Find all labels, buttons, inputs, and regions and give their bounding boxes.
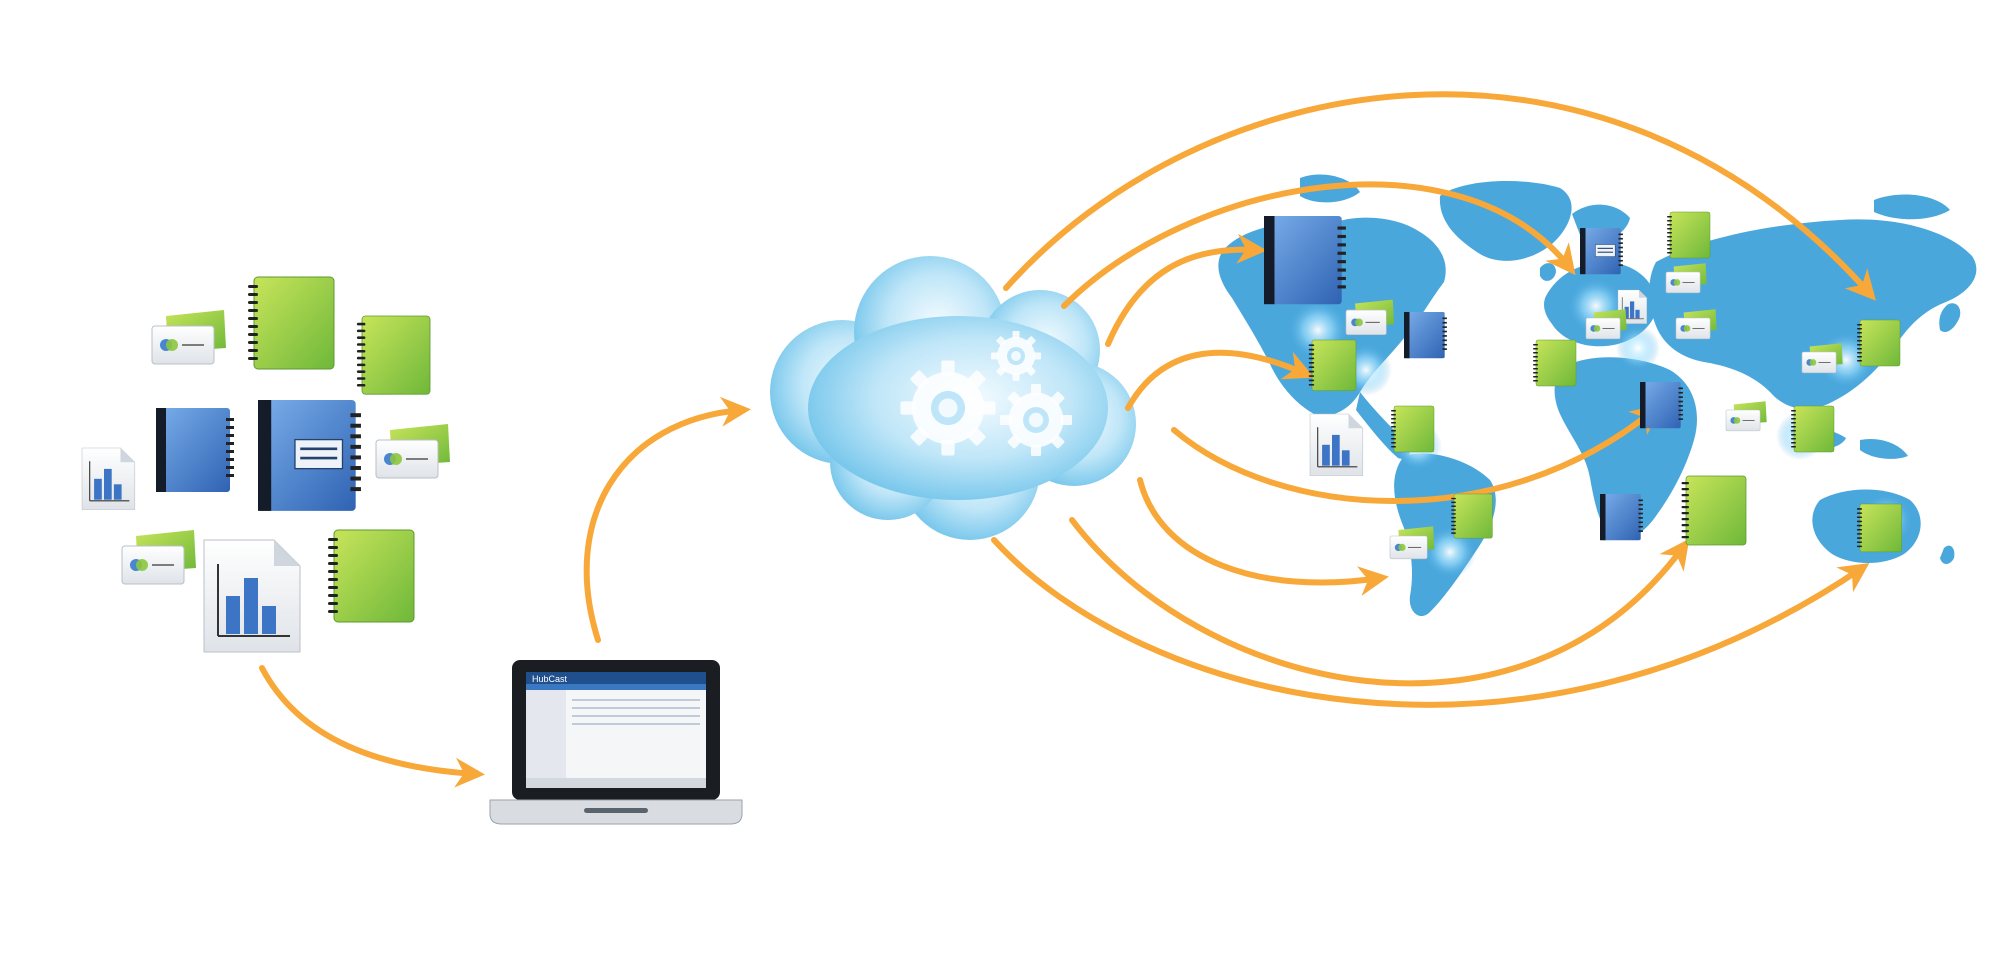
bar-chart-document-icon xyxy=(81,447,136,511)
business-card-icon xyxy=(121,529,197,585)
business-card-icon xyxy=(151,309,227,365)
laptop-screen-logo: HubCast xyxy=(532,674,568,684)
blue-book-icon xyxy=(1600,494,1643,541)
spiral-notebook-icon xyxy=(1681,475,1747,546)
business-card-icon xyxy=(375,423,451,479)
cloud-server xyxy=(770,256,1136,540)
spiral-notebook-icon xyxy=(247,276,335,370)
arrow-cloud-to-america xyxy=(1125,349,1315,411)
arrow-laptop-to-cloud xyxy=(583,396,751,643)
blue-book-icon xyxy=(1580,228,1623,274)
blue-book-icon xyxy=(1640,382,1683,429)
arrow-cloud-to-australia xyxy=(991,537,1870,708)
arrow-cloud-to-africa-south xyxy=(1069,517,1690,687)
arrow-cloud-to-europe xyxy=(1061,181,1576,309)
world-map xyxy=(1218,174,1977,617)
spiral-notebook-icon xyxy=(1856,319,1901,367)
business-card-icon xyxy=(1725,400,1768,432)
laptop: HubCast xyxy=(489,660,743,825)
spiral-notebook-icon xyxy=(1532,339,1577,387)
bar-chart-document-icon xyxy=(1309,413,1364,477)
spiral-notebook-icon xyxy=(1390,405,1435,453)
blue-book-icon xyxy=(1264,216,1346,305)
spiral-notebook-icon xyxy=(1308,339,1357,391)
spiral-notebook-icon xyxy=(1856,503,1902,553)
arrow-cloud-to-asia xyxy=(1003,91,1876,301)
arrow-documents-to-laptop xyxy=(259,665,485,788)
source-documents-cluster xyxy=(81,276,451,653)
arrow-cloud-to-north-america xyxy=(1105,233,1267,347)
spiral-notebook-icon xyxy=(1450,493,1493,539)
blue-book-icon xyxy=(1404,312,1447,359)
distribution-arrows xyxy=(259,91,1876,788)
blue-book-icon xyxy=(156,408,234,492)
spiral-notebook-icon xyxy=(327,529,415,623)
spiral-notebook-icon xyxy=(1666,211,1711,259)
spiral-notebook-icon xyxy=(356,315,431,395)
arrow-cloud-to-africa xyxy=(1171,404,1661,504)
bar-chart-document-icon xyxy=(203,539,301,653)
spiral-notebook-icon xyxy=(1790,405,1835,453)
blue-book-icon xyxy=(258,400,361,511)
arrow-cloud-to-south-america xyxy=(1137,477,1389,596)
